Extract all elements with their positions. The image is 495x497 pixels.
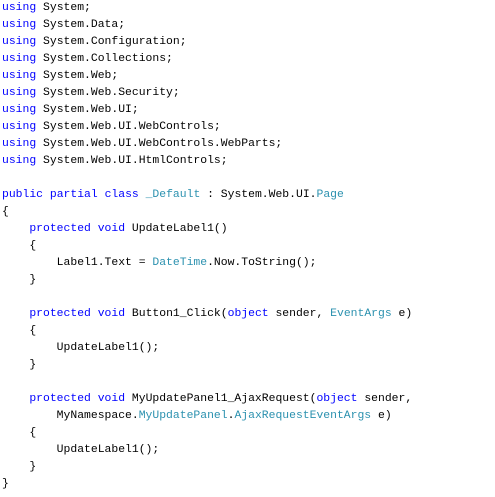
- code-text: }: [2, 274, 37, 286]
- code-line: using System.Web.Security;: [2, 85, 412, 102]
- code-line: using System.Web.UI.WebControls;: [2, 119, 412, 136]
- keyword-token: protected: [29, 308, 91, 320]
- code-text: {: [2, 427, 37, 439]
- code-line: protected void Button1_Click(object send…: [2, 306, 412, 323]
- code-text: System.Configuration;: [36, 36, 187, 48]
- code-text: System.Web.UI.WebControls;: [36, 121, 221, 133]
- code-text: .: [227, 410, 235, 422]
- keyword-token: void: [97, 393, 126, 405]
- code-text: [43, 189, 50, 201]
- code-text: .Now.ToString();: [207, 257, 317, 269]
- code-text: [139, 189, 146, 201]
- keyword-token: using: [2, 155, 37, 167]
- code-line: [2, 289, 412, 306]
- code-text: MyUpdatePanel1_AjaxRequest(: [125, 393, 317, 405]
- code-text: e): [371, 410, 392, 422]
- code-text: MyNamespace.: [2, 410, 139, 422]
- keyword-token: using: [2, 104, 37, 116]
- code-text: Button1_Click(: [125, 308, 228, 320]
- code-text: {: [2, 240, 37, 252]
- code-text: [98, 189, 105, 201]
- code-line: UpdateLabel1();: [2, 340, 412, 357]
- code-text: [91, 308, 98, 320]
- keyword-token: protected: [29, 393, 91, 405]
- keyword-token: object: [227, 308, 269, 320]
- code-text: System.Web.UI.WebControls.WebParts;: [36, 138, 283, 150]
- code-line: }: [2, 459, 412, 476]
- code-line: [2, 170, 412, 187]
- code-line: Label1.Text = DateTime.Now.ToString();: [2, 255, 412, 272]
- keyword-token: protected: [29, 223, 91, 235]
- code-text: System.Web.UI;: [36, 104, 139, 116]
- code-text: [2, 308, 29, 320]
- code-line: protected void MyUpdatePanel1_AjaxReques…: [2, 391, 412, 408]
- type-token: _Default: [145, 189, 201, 201]
- code-text: : System.Web.UI.: [200, 189, 317, 201]
- keyword-token: using: [2, 36, 37, 48]
- code-text: }: [2, 461, 37, 473]
- keyword-token: object: [316, 393, 358, 405]
- code-text: System;: [36, 2, 91, 14]
- code-text: sender,: [357, 393, 413, 405]
- code-line: {: [2, 425, 412, 442]
- code-text: [91, 393, 98, 405]
- keyword-token: using: [2, 87, 37, 99]
- code-text: UpdateLabel1();: [2, 342, 160, 354]
- code-text: [91, 223, 98, 235]
- code-line: }: [2, 272, 412, 289]
- keyword-token: using: [2, 19, 37, 31]
- code-text: UpdateLabel1(): [125, 223, 228, 235]
- code-line: public partial class _Default : System.W…: [2, 187, 412, 204]
- code-line: using System.Collections;: [2, 51, 412, 68]
- keyword-token: using: [2, 121, 37, 133]
- code-text: [2, 223, 29, 235]
- code-line: {: [2, 323, 412, 340]
- code-editor[interactable]: using System;using System.Data;using Sys…: [2, 0, 412, 493]
- keyword-token: partial: [49, 189, 98, 201]
- keyword-token: class: [104, 189, 139, 201]
- keyword-token: using: [2, 70, 37, 82]
- code-line: using System.Data;: [2, 17, 412, 34]
- code-text: Label1.Text =: [2, 257, 153, 269]
- keyword-token: using: [2, 2, 37, 14]
- code-line: {: [2, 204, 412, 221]
- type-token: MyUpdatePanel: [138, 410, 228, 422]
- code-line: MyNamespace.MyUpdatePanel.AjaxRequestEve…: [2, 408, 412, 425]
- code-line: using System.Web;: [2, 68, 412, 85]
- code-line: }: [2, 476, 412, 493]
- code-line: UpdateLabel1();: [2, 442, 412, 459]
- code-text: {: [2, 325, 37, 337]
- code-text: System.Web.Security;: [36, 87, 180, 99]
- code-text: System.Collections;: [36, 53, 173, 65]
- code-line: using System.Web.UI.WebControls.WebParts…: [2, 136, 412, 153]
- code-text: System.Data;: [36, 19, 126, 31]
- code-text: System.Web;: [36, 70, 119, 82]
- type-token: AjaxRequestEventArgs: [234, 410, 372, 422]
- code-text: UpdateLabel1();: [2, 444, 160, 456]
- keyword-token: public: [2, 189, 44, 201]
- code-text: }: [2, 478, 9, 490]
- code-text: [2, 393, 29, 405]
- code-line: using System.Web.UI;: [2, 102, 412, 119]
- keyword-token: using: [2, 53, 37, 65]
- keyword-token: void: [97, 223, 126, 235]
- code-text: {: [2, 206, 9, 218]
- code-text: System.Web.UI.HtmlControls;: [36, 155, 228, 167]
- code-text: sender,: [268, 308, 331, 320]
- keyword-token: using: [2, 138, 37, 150]
- code-line: [2, 374, 412, 391]
- code-line: {: [2, 238, 412, 255]
- type-token: DateTime: [152, 257, 208, 269]
- code-line: using System.Configuration;: [2, 34, 412, 51]
- code-line: }: [2, 357, 412, 374]
- code-text: e): [391, 308, 413, 320]
- code-line: using System;: [2, 0, 412, 17]
- type-token: EventArgs: [330, 308, 392, 320]
- code-line: using System.Web.UI.HtmlControls;: [2, 153, 412, 170]
- type-token: Page: [316, 189, 344, 201]
- code-text: }: [2, 359, 37, 371]
- keyword-token: void: [97, 308, 126, 320]
- code-line: protected void UpdateLabel1(): [2, 221, 412, 238]
